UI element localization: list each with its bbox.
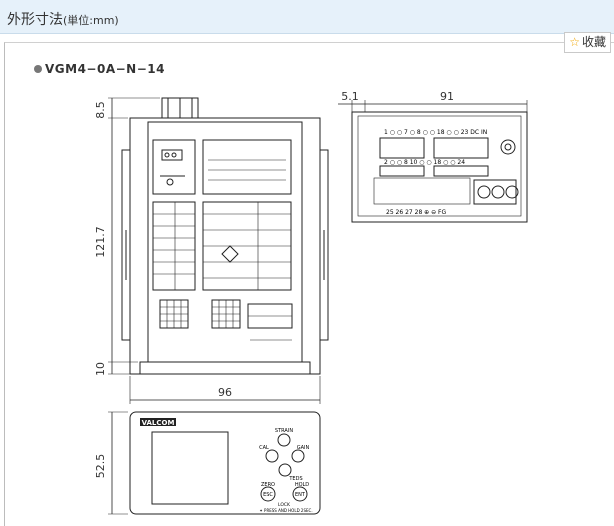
front-view-drawing: VALCOM STRAIN CAL GAIN TEDS ZERO HOLD ES…: [129, 411, 321, 515]
btn-hold-label: HOLD: [295, 482, 309, 488]
dim-width: 96: [218, 386, 232, 399]
model-number: VGM4−0A−N−14: [34, 62, 165, 76]
star-icon: ☆: [569, 35, 580, 49]
dim-side-width: 91: [440, 90, 454, 103]
section-header: 外形寸法(単位:mm): [0, 0, 614, 34]
btn-teds-label: TEDS: [288, 476, 302, 482]
connector-row3: 25 26 27 28 ⊕ ⊖ FG: [386, 209, 446, 216]
front-brand: VALCOM: [142, 419, 175, 427]
press-hold-note: ✦ PRESS AND HOLD 2SEC.: [259, 508, 312, 513]
favorite-button[interactable]: ☆收藏: [564, 32, 611, 53]
dim-front-height: 52.5: [94, 454, 107, 479]
btn-strain-label: STRAIN: [275, 428, 293, 434]
rear-view-drawing: [121, 97, 329, 375]
section-title: 外形寸法(単位:mm): [7, 12, 119, 28]
btn-zero-label: ZERO: [261, 482, 275, 488]
side-view-drawing: 5.1 91 1 ○ ○ 7 ○ 8 ○ ○ 18 ○ ○ 23 DC IN 2…: [338, 90, 528, 223]
bullet-icon: [34, 65, 42, 73]
front-height-dimension: 52.5: [94, 411, 128, 515]
btn-esc-label: ESC: [263, 492, 273, 498]
dim-bottom-tab: 10: [94, 362, 107, 376]
width-dimension: 96: [129, 376, 321, 404]
btn-lock-label: LOCK: [278, 502, 291, 508]
btn-gain-label: GAIN: [297, 445, 310, 451]
btn-cal-label: CAL: [259, 445, 269, 451]
dim-side-offset: 5.1: [341, 90, 359, 103]
dim-top-tab: 8.5: [94, 101, 107, 119]
content-panel: [4, 42, 614, 526]
connector-row2: 2 ○ ○ 8 10 ○ ○ 18 ○ ○ 24: [384, 159, 465, 166]
vertical-dimensions: 8.5 121.7 10: [94, 97, 160, 376]
btn-ent-label: ENT: [295, 492, 306, 498]
connector-row1: 1 ○ ○ 7 ○ 8 ○ ○ 18 ○ ○ 23 DC IN: [384, 129, 487, 136]
dim-main-height: 121.7: [94, 226, 107, 258]
